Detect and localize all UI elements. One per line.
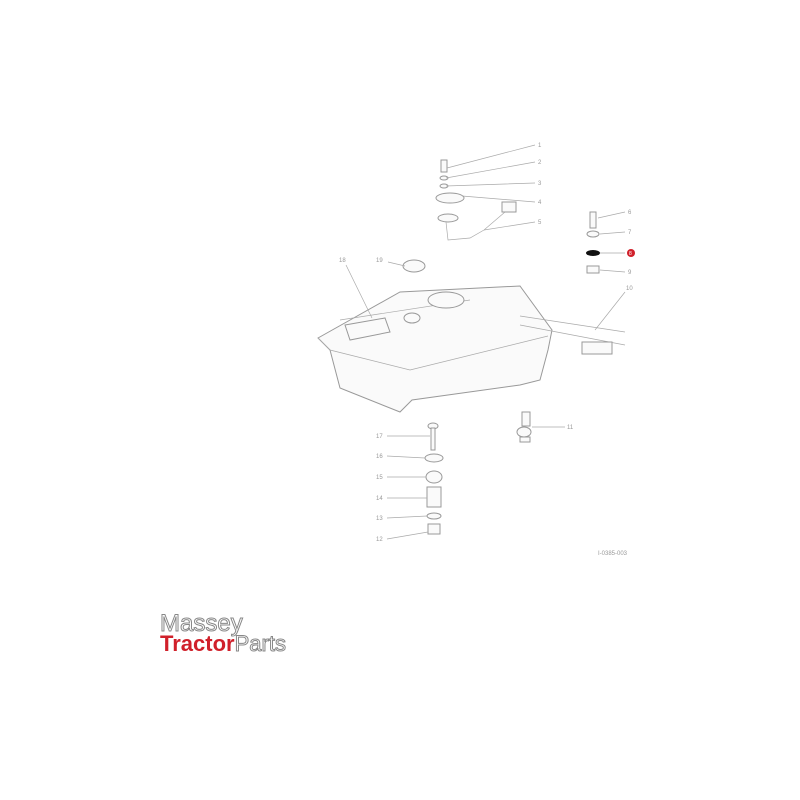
tank-mounting-stack: [424, 422, 444, 535]
callout-7: 7: [628, 230, 632, 236]
callout-2: 2: [538, 160, 542, 166]
fuel-tank: [317, 285, 553, 413]
highlighted-washer: [586, 250, 600, 256]
callout-10: 10: [626, 286, 633, 292]
callout-1: 1: [538, 143, 542, 149]
callout-6: 6: [628, 210, 632, 216]
callout-labels: 1 2 3 4 5 6 7 8 9 10 11 12 13 14 15 16 1…: [339, 143, 635, 557]
callout-13: 13: [376, 516, 383, 522]
callout-5: 5: [538, 220, 542, 226]
mounting-bracket-parts: [519, 211, 626, 355]
callout-9: 9: [628, 270, 632, 276]
logo-parts: Parts: [234, 631, 286, 656]
massey-tractor-parts-logo: Massey TractorParts: [160, 610, 287, 657]
filler-cap: [402, 259, 426, 273]
callout-15: 15: [376, 475, 383, 481]
drain-tap: [516, 411, 532, 443]
reference-code: I-0385-003: [598, 551, 628, 557]
callout-11: 11: [567, 425, 574, 431]
callout-4: 4: [538, 200, 542, 206]
callout-14: 14: [376, 496, 383, 502]
logo-tractor: Tractor: [160, 631, 235, 656]
callout-19: 19: [376, 258, 383, 264]
callout-18: 18: [339, 258, 346, 264]
logo-line1: Massey: [160, 610, 244, 637]
highlight-marker[interactable]: [627, 249, 635, 257]
callout-12: 12: [376, 537, 383, 543]
fuel-sender-unit: [435, 159, 517, 241]
callout-3: 3: [538, 181, 542, 187]
callout-8[interactable]: 8: [629, 251, 632, 257]
callout-17: 17: [376, 434, 383, 440]
callout-16: 16: [376, 454, 383, 460]
leader-lines: [345, 144, 626, 540]
